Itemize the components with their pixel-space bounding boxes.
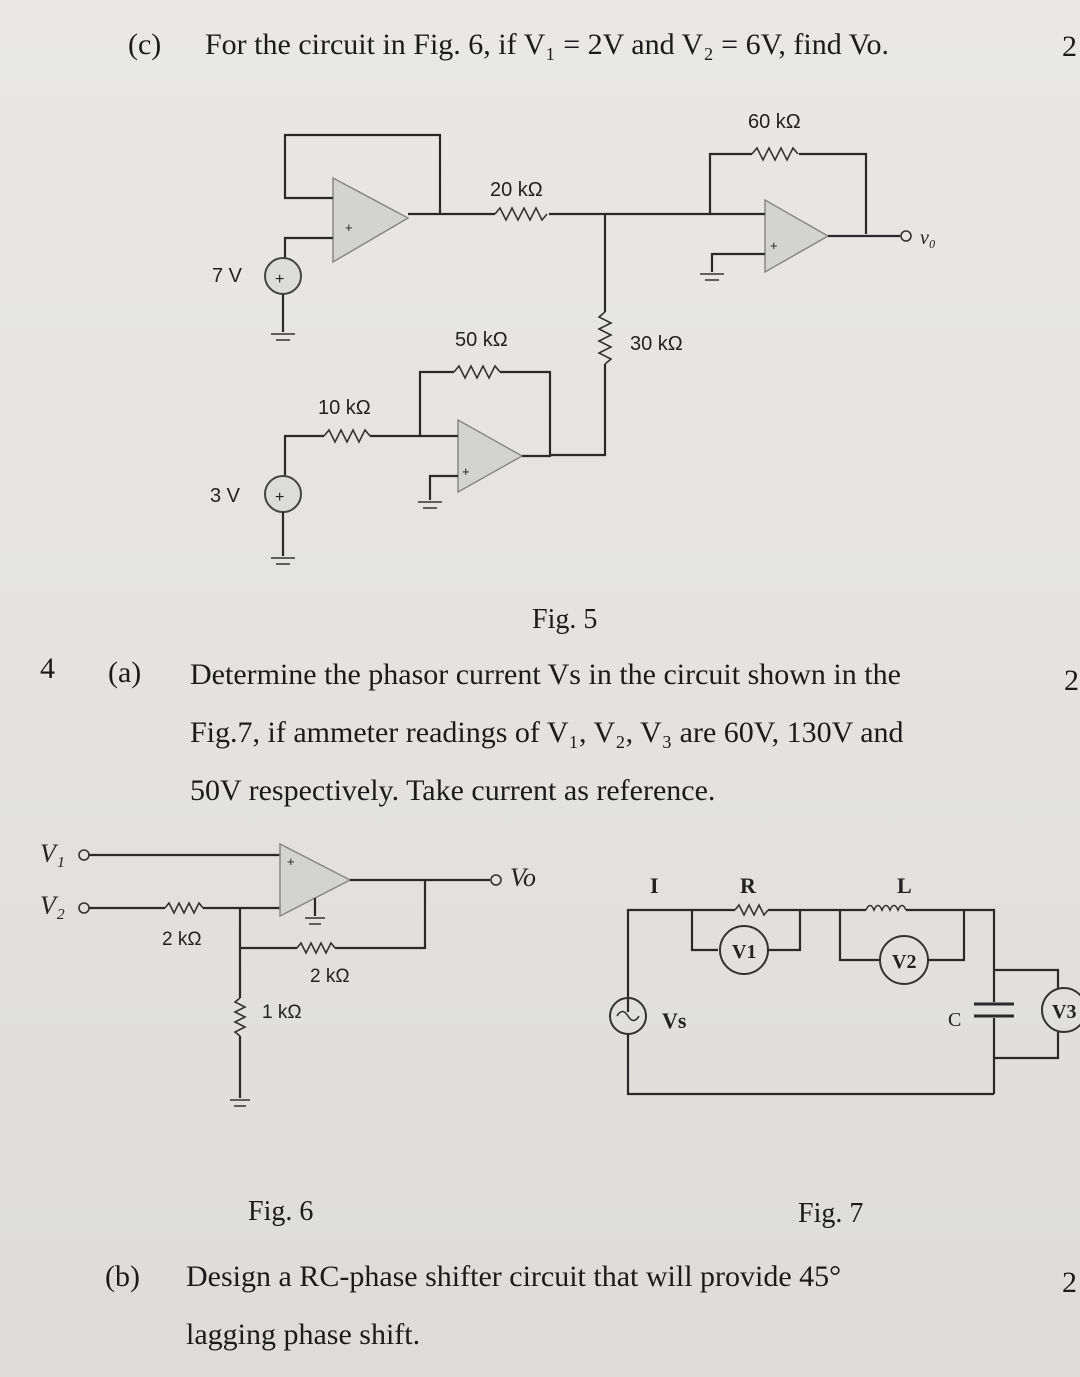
- plus-sign: +: [462, 464, 470, 479]
- resistor-60k: [751, 146, 799, 162]
- fig5-wire: [550, 364, 607, 457]
- fig5-label-50k: 50 kΩ: [455, 329, 508, 351]
- fig6-label-r-in: 2 kΩ: [162, 929, 202, 950]
- resistor-30k: [597, 311, 613, 365]
- question-4a-line3: 50V respectively. Take current as refere…: [190, 774, 716, 807]
- capacitor-c: [974, 1002, 1014, 1018]
- fig5-wire: [428, 474, 458, 500]
- question-4a-line2: Fig.7, if ammeter readings of V₁, V₂, V₃…: [190, 716, 904, 749]
- fig5-label-10k: 10 kΩ: [318, 397, 371, 419]
- question-c-marks: 2: [1062, 30, 1077, 63]
- fig7-wire: [994, 968, 1060, 988]
- ground-icon: [418, 501, 442, 509]
- question-c-text: For the circuit in Fig. 6, if V₁ = 2V an…: [205, 28, 889, 61]
- fig7-wire: [838, 910, 880, 962]
- fig7-label-v1: V1: [732, 941, 756, 963]
- fig7-label-r: R: [740, 873, 757, 898]
- fig7-wire: [906, 908, 996, 1002]
- question-4a-line1: Determine the phasor current Vs in the c…: [190, 658, 901, 691]
- fig5-label-7v: 7 V: [212, 265, 243, 287]
- question-b-marks: 2: [1062, 1266, 1077, 1299]
- voltmeter-v3: [1041, 987, 1080, 1033]
- fig5-wire: [283, 434, 324, 476]
- fig6-label-vo: Vo: [510, 863, 536, 892]
- fig5-label-3v: 3 V: [210, 485, 241, 507]
- fig5-wire: [708, 152, 752, 200]
- fig5-wire: [500, 370, 552, 458]
- fig5-label-60k: 60 kΩ: [748, 111, 801, 133]
- resistor-2k-input: [164, 901, 204, 915]
- fig7-wire: [626, 1034, 994, 1096]
- resistor-10k: [323, 428, 371, 444]
- fig7-caption: Fig. 7: [798, 1198, 864, 1229]
- question-b-label: (b): [105, 1260, 140, 1293]
- question-4a-label: (a): [108, 656, 142, 689]
- plus-sign: +: [275, 489, 284, 506]
- fig5-circuit: + 20 kΩ + 7 V + 60 kΩ v₀ 30 kΩ +: [210, 111, 936, 565]
- fig7-label-i: I: [650, 873, 659, 898]
- plus-sign: +: [345, 220, 353, 235]
- output-terminal: [900, 230, 912, 242]
- fig5-label-vo: v₀: [920, 227, 936, 249]
- inductor-l: [865, 904, 907, 912]
- sine-wave-icon: [616, 1010, 640, 1022]
- plus-sign: +: [770, 238, 778, 253]
- fig6-wire: [335, 880, 427, 950]
- fig5-inverting-opamp: [457, 418, 524, 494]
- fig5-wire: [283, 236, 333, 258]
- fig5-wire: [418, 370, 458, 438]
- fig6-caption: Fig. 6: [248, 1196, 314, 1227]
- fig7-label-c: C: [948, 1009, 961, 1031]
- fig5-buffer-feedback-wire: [283, 133, 442, 214]
- question-b-line2: lagging phase shift.: [186, 1318, 421, 1351]
- ground-icon: [230, 1099, 250, 1107]
- fig6-label-v2: V₂: [40, 891, 65, 920]
- resistor-1k: [233, 997, 247, 1037]
- resistor-20k: [494, 206, 548, 222]
- resistor-2k-feedback: [296, 941, 336, 955]
- fig6-label-r-fb: 2 kΩ: [310, 966, 350, 987]
- ground-icon: [271, 557, 295, 565]
- ground-icon: [305, 917, 325, 925]
- fig5-output-opamp: [764, 198, 830, 274]
- fig6-label-r-gnd: 1 kΩ: [262, 1002, 302, 1023]
- resistor-r: [734, 903, 769, 917]
- question-c-label: (c): [128, 28, 162, 61]
- fig7-label-l: L: [897, 873, 912, 898]
- fig7-wire: [994, 1032, 1060, 1060]
- question-number: 4: [40, 652, 55, 685]
- fig7-label-v2: V2: [892, 951, 916, 973]
- v1-terminal: [78, 849, 90, 861]
- fig5-buffer-opamp: [332, 176, 410, 264]
- fig7-label-vs: Vs: [662, 1008, 687, 1033]
- question-4a-marks: 2: [1064, 664, 1079, 697]
- v2-terminal: [78, 902, 90, 914]
- fig5-caption: Fig. 5: [532, 604, 598, 635]
- fig7-wire: [626, 908, 735, 1012]
- fig7-wire: [690, 910, 718, 952]
- vo-terminal: [490, 874, 502, 886]
- fig5-label-20k: 20 kΩ: [490, 179, 543, 201]
- ground-icon: [700, 273, 724, 281]
- fig7-wire: [928, 910, 966, 962]
- resistor-50k: [453, 364, 501, 380]
- fig7-label-v3: V3: [1052, 1001, 1076, 1023]
- fig5-wire: [799, 152, 868, 234]
- fig5-label-30k: 30 kΩ: [630, 333, 683, 355]
- fig7-wire: [768, 910, 802, 952]
- plus-sign: +: [287, 854, 295, 869]
- fig5-wire: [710, 252, 765, 272]
- ground-icon: [271, 333, 295, 341]
- question-b-line1: Design a RC-phase shifter circuit that w…: [186, 1260, 842, 1293]
- plus-sign: +: [275, 271, 284, 288]
- fig6-label-v1: V₁: [40, 839, 65, 868]
